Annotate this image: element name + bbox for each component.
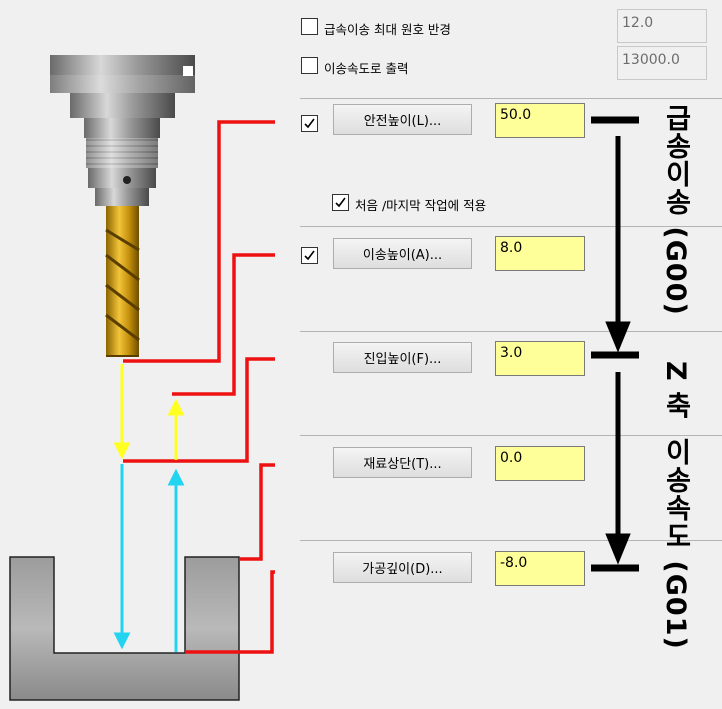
toolpath-illustration [9,55,275,701]
apply-first-last-checkbox[interactable] [332,194,349,211]
check-icon [304,118,315,129]
safe-height-checkbox[interactable] [301,115,318,132]
check-icon [335,197,346,208]
height-leaders [123,120,275,654]
safe-height-button[interactable]: 안전높이(L)... [333,104,472,135]
approach-arrows [113,364,185,460]
separator [300,98,722,99]
separator [300,540,722,541]
approach-height-field[interactable]: 3.0 [495,341,585,376]
rapid-arc-radius-label: 급속이송 최대 원호 반경 [324,22,451,37]
clearance-height-field[interactable]: 8.0 [495,236,585,271]
output-feedrate-label: 이송속도로 출력 [324,61,409,76]
separator [300,331,722,332]
rapid-arc-radius-checkbox[interactable] [301,18,318,35]
cutting-arrows [113,464,185,652]
stock-top-field[interactable]: 0.0 [495,446,585,481]
safe-height-field[interactable]: 50.0 [495,103,585,138]
separator [300,226,722,227]
end-mill [105,206,140,357]
clearance-height-button[interactable]: 이송높이(A)... [333,238,472,269]
separator [300,435,722,436]
cut-depth-field[interactable]: -8.0 [495,551,585,586]
apply-first-last-label: 처음 /마지막 작업에 적용 [355,198,487,213]
check-icon [304,250,315,261]
output-feedrate-field[interactable]: 13000.0 [617,46,707,80]
tool-holder [50,55,195,206]
stock-top-button[interactable]: 재료상단(T)... [333,447,472,478]
z-axis-diagram [591,116,639,572]
workpiece [9,556,240,701]
output-feedrate-checkbox[interactable] [301,57,318,74]
approach-height-button[interactable]: 진입높이(F)... [333,342,472,373]
cut-depth-button[interactable]: 가공깊이(D)... [333,552,472,583]
rapid-traverse-label: 급송이송 (G00) [660,104,691,316]
z-axis-label: Z 축 [660,361,691,420]
feed-rate-label: 이송속도 (G01) [660,438,691,650]
clearance-height-checkbox[interactable] [301,247,318,264]
rapid-arc-radius-field[interactable]: 12.0 [617,9,707,43]
